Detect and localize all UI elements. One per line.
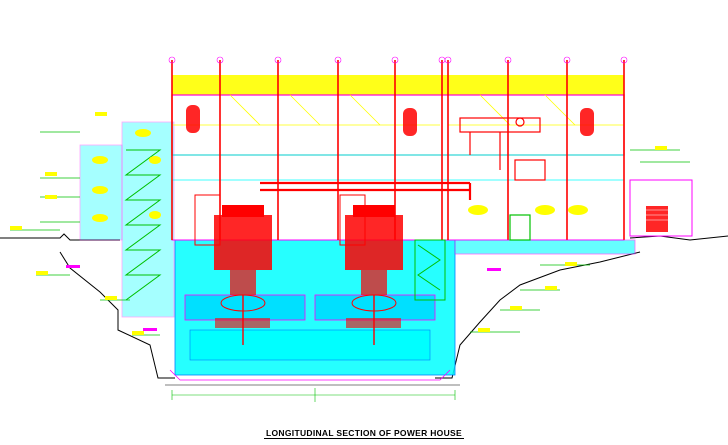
- substructure: [165, 239, 460, 386]
- drawing-caption: LONGITUDINAL SECTION OF POWER HOUSE: [0, 428, 728, 439]
- dimension-line: [171, 388, 456, 402]
- ground-line: [0, 233, 728, 241]
- left-stair-tower: [79, 121, 175, 318]
- caption-text: LONGITUDINAL SECTION OF POWER HOUSE: [264, 428, 464, 439]
- right-service-bay: [414, 179, 693, 301]
- unit-2-generator: [339, 194, 403, 345]
- eot-crane: [459, 117, 546, 181]
- pipe-header: [260, 181, 472, 200]
- unit-1-generator: [194, 194, 272, 345]
- superstructure: [168, 56, 628, 241]
- level-markers: [10, 112, 690, 336]
